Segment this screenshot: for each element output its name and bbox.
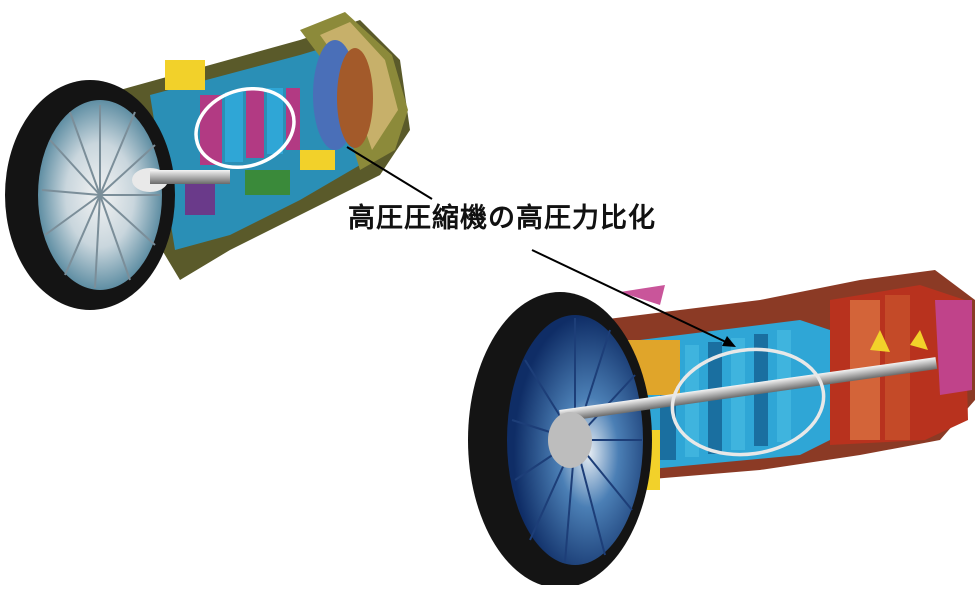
annotation-label: 高圧圧縮機の高圧力比化 bbox=[348, 203, 656, 234]
fan-blades-left bbox=[41, 105, 160, 289]
highlight-ellipse-right bbox=[670, 347, 826, 457]
highlight-ellipse-left bbox=[194, 86, 296, 170]
leader-lines bbox=[346, 146, 736, 347]
leader-line-to-right-engine bbox=[531, 249, 729, 344]
engine-cutaway-right bbox=[468, 270, 975, 588]
engine-cutaway-left bbox=[5, 12, 410, 310]
leader-line-to-left-engine bbox=[346, 146, 433, 200]
arrowhead-right bbox=[722, 336, 736, 347]
main-shaft-right bbox=[548, 357, 938, 468]
